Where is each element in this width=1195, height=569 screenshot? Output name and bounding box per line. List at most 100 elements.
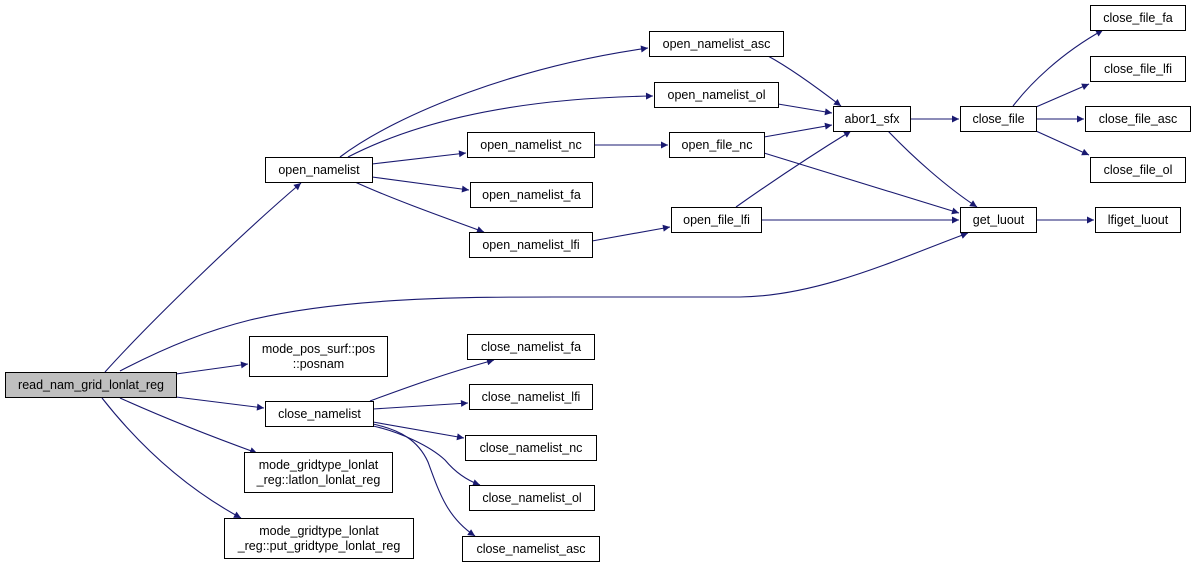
edge-line xyxy=(119,397,258,454)
node-label: abor1_sfx xyxy=(845,112,901,126)
node-box xyxy=(671,207,762,233)
node-label: _reg::put_gridtype_lonlat_reg xyxy=(237,539,401,553)
edge-line xyxy=(104,182,302,373)
node-box xyxy=(469,384,593,410)
node-label: open_namelist_lfi xyxy=(482,238,579,252)
node-open_namelist_ol[interactable]: open_namelist_ol xyxy=(654,82,779,108)
node-open_file_lfi[interactable]: open_file_lfi xyxy=(671,207,762,233)
node-close_namelist_asc[interactable]: close_namelist_asc xyxy=(462,536,600,562)
edge-open_namelist-to-open_namelist_ol xyxy=(347,92,654,158)
edge-line xyxy=(1012,29,1104,107)
edge-open_namelist-to-open_namelist_lfi xyxy=(354,181,485,233)
edge-line xyxy=(347,92,654,158)
edge-line xyxy=(763,152,960,215)
edge-open_file_nc-to-get_luout xyxy=(763,152,960,215)
node-box xyxy=(467,334,595,360)
edge-line xyxy=(372,423,476,537)
node-box xyxy=(1090,56,1186,82)
node-box xyxy=(1095,207,1181,233)
node-label: open_file_nc xyxy=(682,138,753,152)
edge-line xyxy=(763,122,833,138)
node-close_file[interactable]: close_file xyxy=(960,106,1037,132)
node-label: open_namelist_asc xyxy=(663,37,771,51)
node-label: open_file_lfi xyxy=(683,213,750,227)
edge-open_namelist_ol-to-abor1_sfx xyxy=(777,103,833,116)
node-close_namelist_lfi[interactable]: close_namelist_lfi xyxy=(469,384,593,410)
edge-open_namelist-to-open_namelist_asc xyxy=(339,45,649,158)
node-mode_pos_surf_posnam[interactable]: mode_pos_surf::pos::posnam xyxy=(249,336,388,377)
edge-open_file_nc-to-abor1_sfx xyxy=(763,122,833,138)
node-box xyxy=(654,82,779,108)
node-open_namelist_nc[interactable]: open_namelist_nc xyxy=(467,132,595,158)
edge-open_namelist_asc-to-abor1_sfx xyxy=(767,55,842,107)
node-label: _reg::latlon_lonlat_reg xyxy=(256,473,381,487)
node-read_nam_grid_lonlat_reg[interactable]: read_nam_grid_lonlat_reg xyxy=(5,372,177,398)
node-abor1_sfx[interactable]: abor1_sfx xyxy=(833,106,911,132)
edge-open_namelist-to-open_namelist_fa xyxy=(371,176,470,193)
edge-read_nam_grid_lonlat_reg-to-mode_gridtype_latlon xyxy=(119,397,258,454)
node-label: close_namelist xyxy=(278,407,361,421)
edge-line xyxy=(369,358,495,402)
edge-read_nam_grid_lonlat_reg-to-mode_pos_surf_posnam xyxy=(175,361,249,375)
node-lfiget_luout[interactable]: lfiget_luout xyxy=(1095,207,1181,233)
node-close_namelist_nc[interactable]: close_namelist_nc xyxy=(465,435,597,461)
edge-line xyxy=(101,397,242,519)
edge-open_namelist_lfi-to-open_file_lfi xyxy=(591,224,671,242)
node-close_namelist_ol[interactable]: close_namelist_ol xyxy=(469,485,595,511)
node-box xyxy=(1085,106,1191,132)
edge-close_namelist-to-close_namelist_nc xyxy=(372,421,465,441)
edge-open_file_lfi-to-abor1_sfx xyxy=(735,130,852,208)
node-close_file_ol[interactable]: close_file_ol xyxy=(1090,157,1186,183)
edge-line xyxy=(175,396,265,411)
edge-line xyxy=(591,224,671,242)
node-box xyxy=(470,182,593,208)
node-label: open_namelist xyxy=(278,163,360,177)
node-mode_gridtype_put[interactable]: mode_gridtype_lonlat_reg::put_gridtype_l… xyxy=(224,518,414,559)
edge-close_namelist-to-close_namelist_asc xyxy=(372,423,476,537)
edge-open_namelist-to-open_namelist_nc xyxy=(371,150,467,165)
edge-abor1_sfx-to-get_luout xyxy=(887,130,978,208)
node-open_namelist_lfi[interactable]: open_namelist_lfi xyxy=(469,232,593,258)
node-box xyxy=(469,232,593,258)
edge-line xyxy=(371,150,467,165)
edge-line xyxy=(372,421,465,441)
edge-line xyxy=(777,103,833,116)
node-close_file_fa[interactable]: close_file_fa xyxy=(1090,5,1186,31)
node-open_namelist_fa[interactable]: open_namelist_fa xyxy=(470,182,593,208)
edge-line xyxy=(1035,130,1090,156)
node-open_namelist[interactable]: open_namelist xyxy=(265,157,373,183)
node-close_namelist_fa[interactable]: close_namelist_fa xyxy=(467,334,595,360)
node-box xyxy=(224,518,414,559)
node-open_file_nc[interactable]: open_file_nc xyxy=(669,132,765,158)
edge-read_nam_grid_lonlat_reg-to-close_namelist xyxy=(175,396,265,411)
node-label: open_namelist_fa xyxy=(482,188,581,202)
node-label: close_file_ol xyxy=(1104,163,1173,177)
node-close_file_lfi[interactable]: close_file_lfi xyxy=(1090,56,1186,82)
node-label: get_luout xyxy=(973,213,1025,227)
edge-line xyxy=(767,55,842,107)
edge-read_nam_grid_lonlat_reg-to-open_namelist xyxy=(104,182,302,373)
node-label: close_file_asc xyxy=(1099,112,1178,126)
node-close_file_asc[interactable]: close_file_asc xyxy=(1085,106,1191,132)
node-label: close_file_fa xyxy=(1103,11,1173,25)
edges-layer xyxy=(101,29,1104,537)
node-mode_gridtype_latlon[interactable]: mode_gridtype_lonlat_reg::latlon_lonlat_… xyxy=(244,452,393,493)
node-close_namelist[interactable]: close_namelist xyxy=(265,401,374,427)
node-box xyxy=(249,336,388,377)
node-box xyxy=(833,106,911,132)
edge-line xyxy=(887,130,978,208)
nodes-layer: read_nam_grid_lonlat_reg open_namelistmod… xyxy=(5,5,1191,562)
node-box xyxy=(5,372,177,398)
node-label: lfiget_luout xyxy=(1108,213,1169,227)
edge-line xyxy=(339,45,649,158)
node-label: close_namelist_nc xyxy=(480,441,583,455)
node-label: ::posnam xyxy=(293,357,344,371)
node-box xyxy=(1090,5,1186,31)
node-open_namelist_asc[interactable]: open_namelist_asc xyxy=(649,31,784,57)
edge-close_file-to-close_file_fa xyxy=(1012,29,1104,107)
node-get_luout[interactable]: get_luout xyxy=(960,207,1037,233)
node-box xyxy=(649,31,784,57)
edge-line xyxy=(354,181,485,233)
node-label: mode_gridtype_lonlat xyxy=(259,458,379,472)
